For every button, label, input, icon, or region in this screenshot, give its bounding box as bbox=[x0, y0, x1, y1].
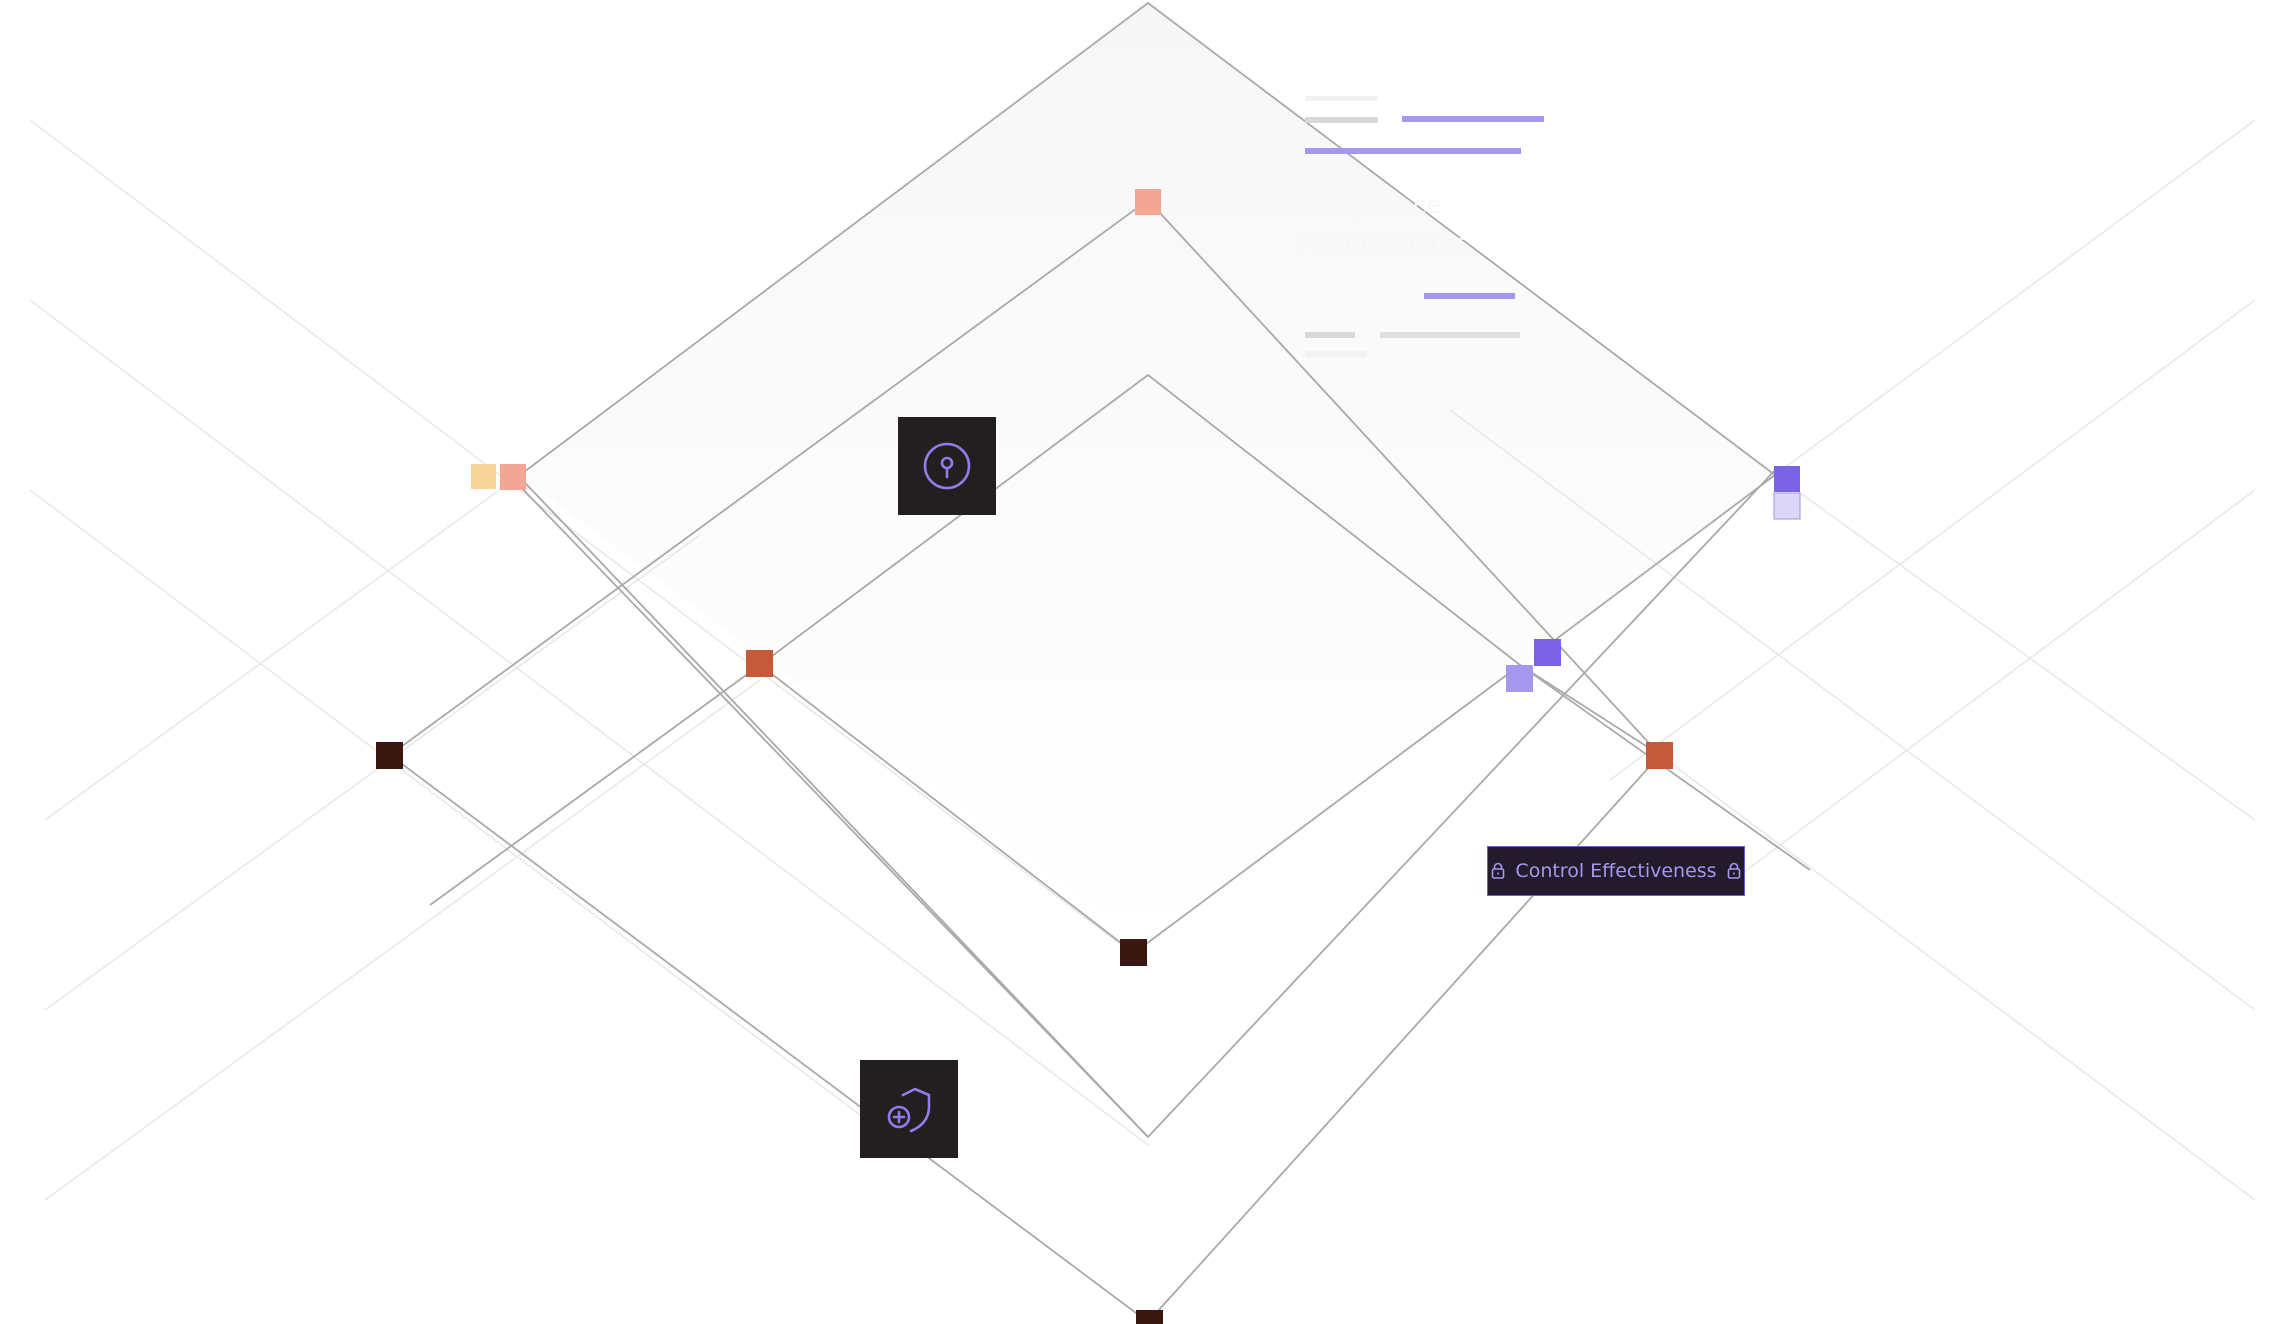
ghost-line-2: Requirements bbox=[1300, 229, 1467, 257]
node-purple-mid bbox=[1534, 639, 1561, 666]
lock-icon bbox=[1727, 862, 1740, 879]
ghost-heading: Compliance Requirements bbox=[1300, 186, 1467, 262]
left-slope-a bbox=[389, 199, 1149, 756]
shield-tile bbox=[860, 1060, 958, 1158]
control-effectiveness-tag: Control Effectiveness bbox=[1487, 846, 1745, 896]
node-rust-left bbox=[746, 650, 773, 677]
node-salmon-left bbox=[500, 464, 526, 490]
big-v bbox=[509, 466, 1779, 1139]
shield-plus-icon bbox=[887, 1087, 931, 1133]
upper-diamond-fill bbox=[520, 3, 1775, 950]
node-peach bbox=[471, 464, 496, 489]
upper-right-slope bbox=[1147, 199, 1661, 756]
node-squares bbox=[376, 189, 1801, 1324]
background-lines-left bbox=[29, 119, 1149, 1201]
background-lines-right bbox=[1449, 119, 2256, 1201]
node-brown-center bbox=[1120, 939, 1147, 966]
node-rust-right bbox=[1646, 742, 1673, 769]
node-brown-left bbox=[376, 742, 403, 769]
node-purple-right bbox=[1774, 466, 1800, 492]
keyhole-circle-icon bbox=[923, 442, 971, 490]
node-light-purple-mid bbox=[1506, 665, 1533, 692]
lock-icon bbox=[1492, 862, 1505, 879]
node-salmon-top bbox=[1135, 189, 1161, 215]
keyhole-tile bbox=[898, 417, 996, 515]
placeholder-bars bbox=[1305, 96, 1544, 357]
outer-upper-diamond bbox=[519, 1, 1776, 476]
tag-label: Control Effectiveness bbox=[1515, 860, 1717, 882]
node-brown-bottom bbox=[1136, 1310, 1163, 1324]
node-pale-purple-right bbox=[1773, 492, 1801, 520]
inner-diamond-top bbox=[759, 373, 1521, 666]
ghost-line-1: Compliance bbox=[1300, 191, 1442, 219]
